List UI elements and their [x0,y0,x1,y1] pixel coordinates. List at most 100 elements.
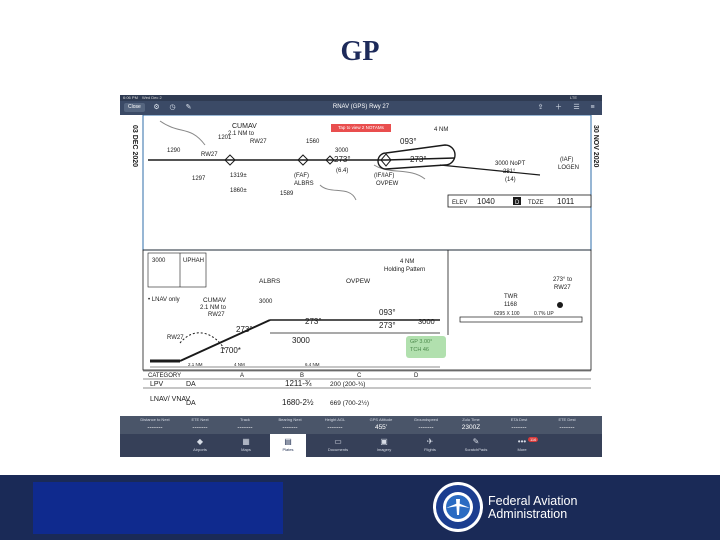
tab-documents[interactable]: ▭Documents [320,434,356,457]
profile-1700: 1700* [220,346,241,355]
share-icon[interactable]: ⇪ [537,104,544,111]
elev-marker-box [513,197,521,205]
plan-if-iaf: (IF/IAF) [374,173,394,179]
min-header-b: B [300,373,304,379]
profile-albrs-alt: 3000 [259,299,273,305]
min-header-c: C [357,373,362,379]
menu-icon[interactable]: ≡ [590,104,595,111]
plan-cumav-rw: RW27 [250,139,267,145]
plan-281: 281° [503,169,516,175]
apt-twr: TWR [504,294,518,300]
gear-icon[interactable]: ⚙ [153,104,160,111]
terrain-contour [159,120,426,201]
elev-value: 1040 [477,197,495,206]
clock-icon[interactable]: ◷ [169,104,176,111]
tab-bar: ◆Airports ▦Maps ▤Plates ▭Documents ▣Imag… [120,434,602,457]
tab-maps[interactable]: ▦Maps [228,434,264,457]
profile-cumav-rw: RW27 [208,312,225,318]
info-height-agl: Height AGL------- [324,417,346,431]
approach-plate[interactable]: 03 DEC 2020 30 NOV 2020 CUMAV 2.1 NM to … [120,115,602,415]
info-track: Track------- [237,417,253,431]
min-lpv: LPV [150,381,164,388]
plan-1560: 1560 [306,139,320,145]
tab-scratchpads[interactable]: ✎ScratchPads [458,434,494,457]
plan-1290: 1290 [167,148,181,154]
profile-273: 273° [236,325,253,334]
image-icon: ▣ [380,437,388,446]
plan-nopt: 3000 NoPT [495,161,526,167]
plan-4nm: 4 NM [434,127,448,133]
status-signal: LTE [570,95,578,100]
min-lpv-hat: 200 (200-¾) [330,381,365,388]
apt-grad: 0.7% UP [534,311,554,317]
info-ete-dest: ETE Dest------- [558,417,576,431]
nav-bar: Close ⚙ ◷ ✎ RNAV (GPS) Rwy 27 ⇪ ＋ ☰ ≡ [120,101,602,115]
apt-runway-dim: 6295 X 100 [494,311,520,317]
info-groundspeed: Groundspeed------- [413,417,439,431]
course-line-2 [385,157,456,161]
notam-banner[interactable]: Tap to view 2 NOTAMs [331,124,391,132]
min-lnavvnav-val: 1680-2½ [282,398,314,407]
faa-seal-icon [433,482,483,532]
ipad-screenshot: 6:06 PM Wed Dec 2 LTE Close ⚙ ◷ ✎ RNAV (… [120,95,602,457]
pencil-icon: ✎ [472,437,480,446]
list-icon[interactable]: ☰ [573,104,580,111]
add-icon[interactable]: ＋ [555,104,562,111]
plan-view-frame [142,115,592,251]
tab-more[interactable]: •••More [504,434,540,457]
info-bearing: Bearing Next------- [278,417,302,431]
info-ete-next: ETE Next------- [191,417,209,431]
lnav-only-note: • LNAV only [148,297,180,303]
dist-3: 6.4 NM [305,362,320,367]
elev-marker: D [515,200,520,206]
dist-1: 2.1 NM [188,362,203,367]
plan-1297: 1297 [192,176,206,182]
tab-flights[interactable]: ✈Flights [412,434,448,457]
slide-footer: Federal Aviation Administration [0,475,720,540]
profile-3000b: 3000 [292,336,310,345]
glide-path [179,319,271,362]
min-lnavvnav: LNAV/ VNAV [150,396,191,403]
elev-label: ELEV [452,200,467,206]
tab-plates[interactable]: ▤Plates [270,434,306,457]
plan-1201: 1201 [218,135,232,141]
apt-to-rw: 273° to [553,277,573,283]
min-lpv-val: 1211-¾ [285,379,312,388]
uphah-box [147,252,207,288]
plan-hold-in: 093° [400,137,417,146]
plan-hold-out: 273° [410,155,427,164]
info-eta-dest: ETA Dest------- [510,417,528,431]
slide-title: GP [340,36,380,67]
profile-frame [142,249,592,371]
gp-highlight: GP 3.00° TCH 46 [406,336,446,358]
plan-1319: 1319± [230,173,247,179]
dist-2: 4 NM [234,362,245,367]
tab-airports[interactable]: ◆Airports [182,434,218,457]
plan-faf: (FAF) [294,173,309,179]
apt-beacon [557,302,563,308]
airplane-icon: ✈ [426,437,434,446]
profile-course: 273° [305,317,322,326]
tab-imagery[interactable]: ▣Imagery [366,434,402,457]
footer-blue-box [33,482,283,534]
plan-cumav: CUMAV [232,123,257,130]
fix-albrs [297,154,309,166]
min-header-d: D [414,373,419,379]
more-badge: 116 [528,437,539,442]
apt-runway [459,316,583,323]
apt-to-rw-2: RW27 [554,285,571,291]
feeder-line [439,164,541,176]
plan-1589: 1589 [280,191,294,197]
plan-logen: LOGEN [558,165,579,171]
more-icon: ••• [517,437,527,446]
plan-1860: 1860± [230,188,247,194]
plan-ovpew: OVPEW [376,181,399,187]
plan-iaf: (IAF) [560,157,573,163]
apt-twr-elev: 1168 [504,302,518,308]
profile-ovpew: OVPEW [346,278,371,285]
close-button[interactable]: Close [124,103,145,112]
min-lnavvnav-da: DA [186,400,196,407]
document-icon: ▤ [284,437,292,446]
pencil-icon[interactable]: ✎ [185,104,192,111]
